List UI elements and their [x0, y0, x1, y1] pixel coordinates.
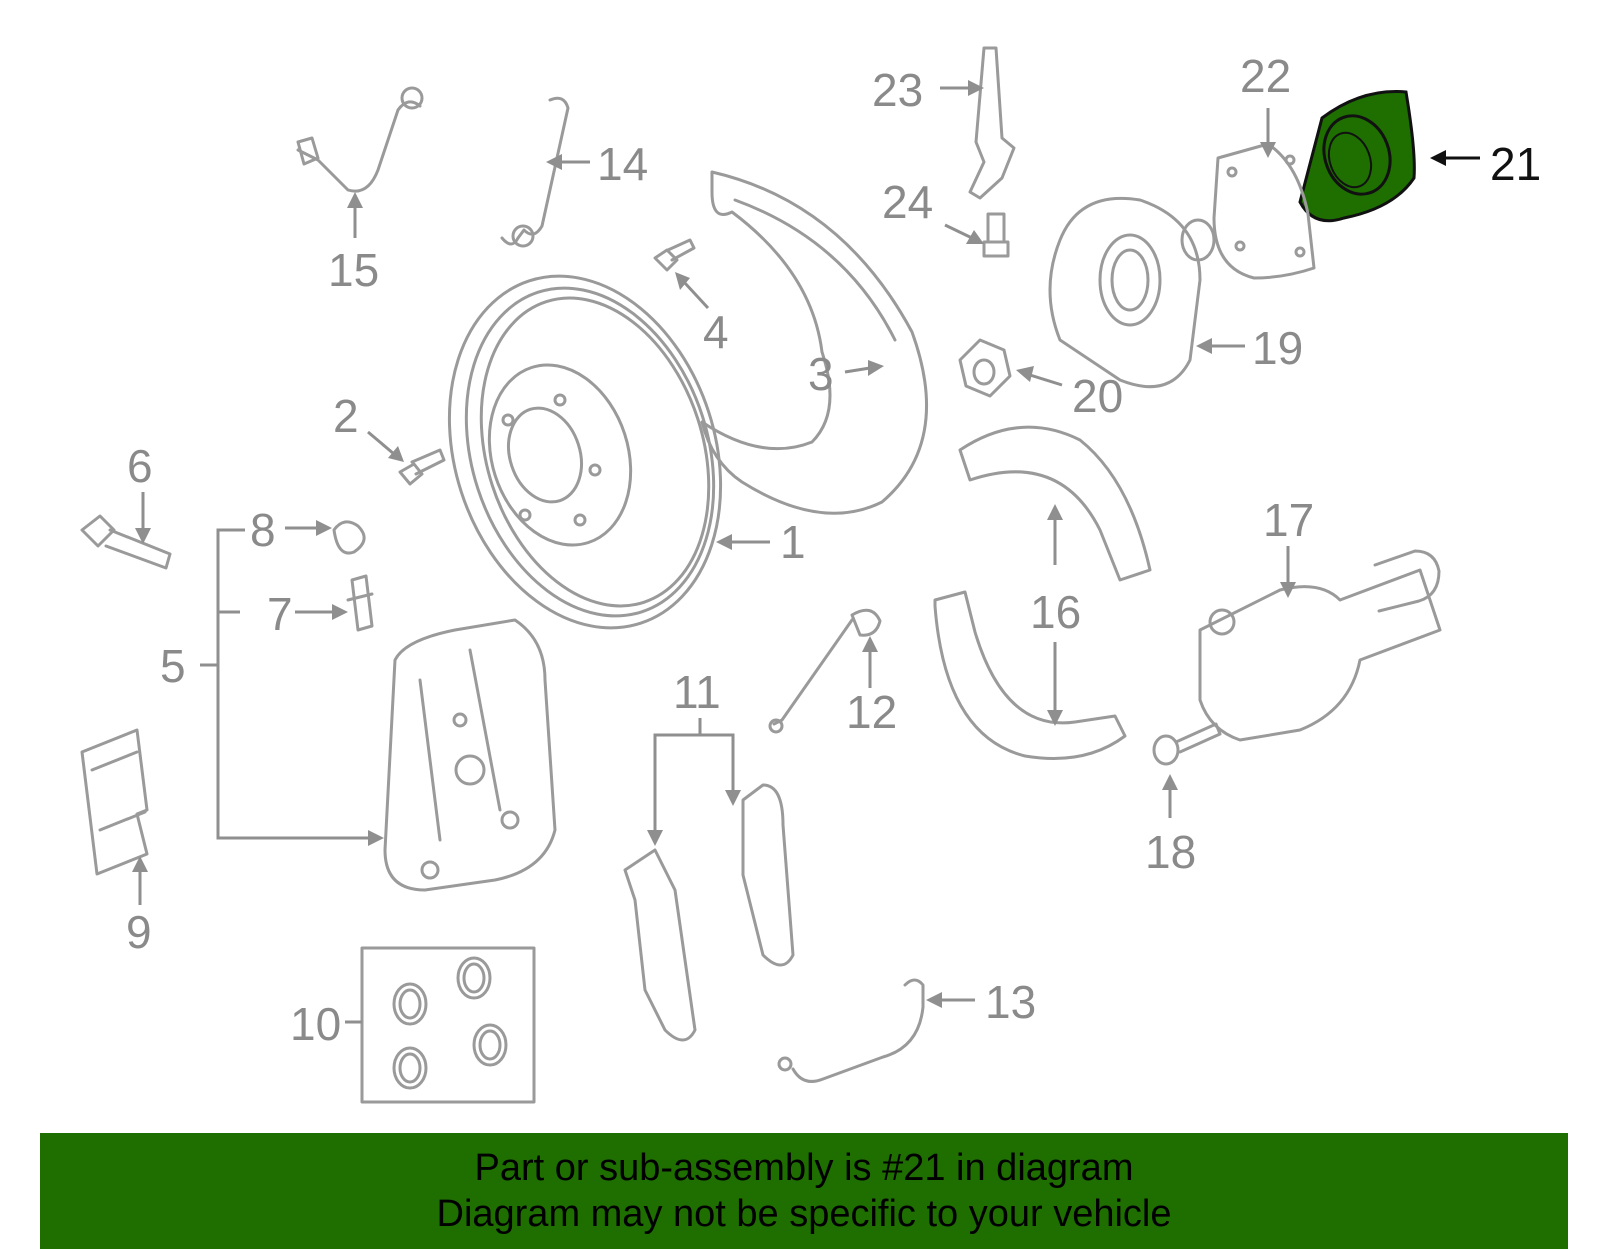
part-5-caliper[interactable]	[383, 618, 557, 892]
callout-21[interactable]: 21	[1490, 138, 1541, 190]
callout-24[interactable]: 24	[882, 176, 933, 228]
callout-20[interactable]: 20	[1072, 370, 1123, 422]
callout-13[interactable]: 13	[985, 976, 1036, 1028]
callout-16[interactable]: 16	[1030, 586, 1081, 638]
callout-12[interactable]: 12	[846, 686, 897, 738]
callout-8[interactable]: 8	[250, 504, 276, 556]
callout-4[interactable]: 4	[703, 306, 729, 358]
callout-17[interactable]: 17	[1263, 494, 1314, 546]
callout-3[interactable]: 3	[808, 348, 834, 400]
part-14-brake-line[interactable]	[500, 96, 570, 248]
part-23-speed-sensor[interactable]	[968, 46, 1016, 200]
part-11-brake-pads[interactable]	[623, 783, 795, 1042]
part-4-screw[interactable]	[653, 238, 696, 272]
callout-1[interactable]: 1	[780, 516, 806, 568]
part-12-wear-sensor[interactable]	[768, 608, 882, 734]
info-banner: Part or sub-assembly is #21 in diagram D…	[40, 1133, 1568, 1249]
callout-23[interactable]: 23	[872, 64, 923, 116]
callout-11[interactable]: 11	[673, 666, 721, 718]
part-24-bolt[interactable]	[982, 212, 1010, 258]
callout-5[interactable]: 5	[160, 640, 186, 692]
part-22-gasket[interactable]	[1212, 142, 1316, 280]
part-19-hub-carrier[interactable]	[1048, 196, 1216, 389]
part-15-hose[interactable]	[296, 86, 424, 193]
callout-6[interactable]: 6	[127, 440, 153, 492]
part-6-bolt[interactable]	[80, 514, 172, 570]
callout-10[interactable]: 10	[290, 998, 341, 1050]
part-13-sensor-cable[interactable]	[777, 978, 925, 1083]
part-2-bolt[interactable]	[398, 448, 446, 486]
part-10-seal-kit[interactable]	[360, 946, 536, 1104]
callout-15[interactable]: 15	[328, 244, 379, 296]
callout-18[interactable]: 18	[1145, 826, 1196, 878]
part-21-wheel-bearing[interactable]	[1298, 90, 1416, 223]
part-8-cap[interactable]	[332, 520, 366, 555]
part-20-nut[interactable]	[958, 338, 1012, 398]
part-17-actuator[interactable]	[1198, 549, 1442, 742]
part-18-bolt[interactable]	[1152, 722, 1222, 766]
callout-22[interactable]: 22	[1240, 50, 1291, 102]
banner-line-1: Part or sub-assembly is #21 in diagram	[474, 1147, 1134, 1189]
callout-2[interactable]: 2	[333, 390, 359, 442]
callout-14[interactable]: 14	[597, 138, 648, 190]
part-7-bleeder[interactable]	[346, 574, 374, 632]
part-1-brake-rotor[interactable]	[406, 241, 765, 664]
callout-19[interactable]: 19	[1252, 322, 1303, 374]
part-16-parking-brake-shoes[interactable]	[933, 425, 1152, 760]
banner-line-2: Diagram may not be specific to your vehi…	[436, 1193, 1172, 1235]
callout-9[interactable]: 9	[126, 906, 152, 958]
part-3-dust-shield[interactable]	[700, 170, 928, 515]
part-9-clip[interactable]	[80, 728, 149, 876]
callout-7[interactable]: 7	[267, 588, 293, 640]
